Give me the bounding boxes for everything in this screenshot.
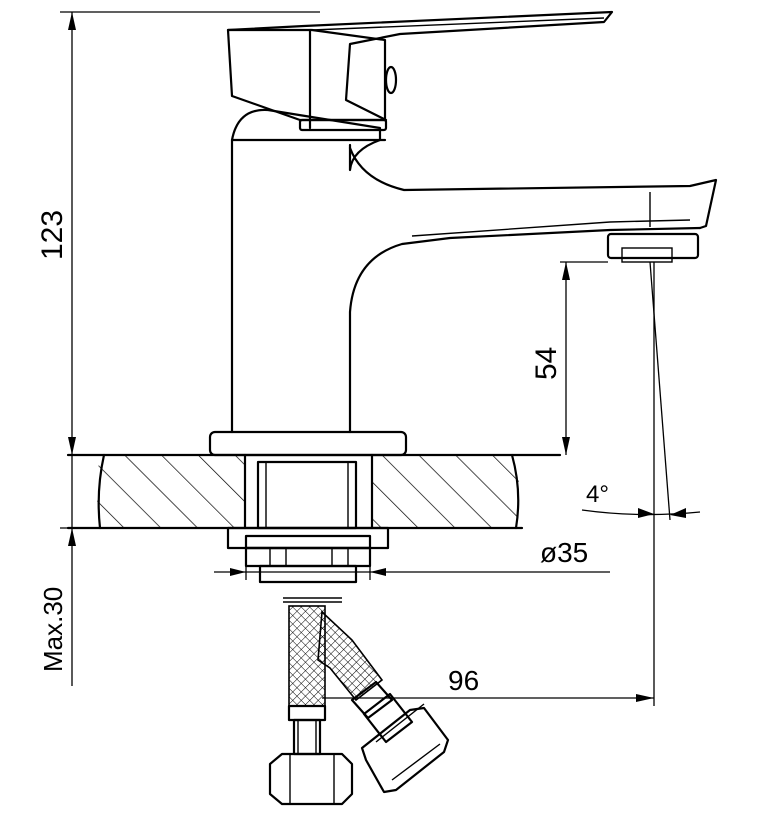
dim-label-diameter: ø35 bbox=[540, 537, 588, 568]
dim-label-123: 123 bbox=[36, 210, 69, 260]
spout-underside bbox=[348, 226, 702, 434]
dim-label-max30: Max.30 bbox=[38, 587, 68, 672]
countertop-right-hatch bbox=[372, 455, 519, 528]
hose-angled bbox=[317, 610, 384, 702]
dimension-lines bbox=[60, 11, 701, 706]
flexible-hoses bbox=[268, 597, 450, 806]
lever-handle bbox=[226, 10, 614, 122]
faucet-body bbox=[208, 10, 718, 457]
base-flange bbox=[208, 430, 408, 457]
dimension-labels: 123 Max.30 54 4° ø35 96 bbox=[36, 210, 609, 696]
dim-label-96: 96 bbox=[448, 665, 479, 696]
under-counter-fixings bbox=[226, 526, 390, 584]
countertop-section bbox=[66, 453, 562, 530]
aerator bbox=[606, 232, 700, 260]
hex-nut-left bbox=[268, 752, 354, 806]
body-column bbox=[230, 108, 382, 434]
lever-screw bbox=[384, 65, 398, 95]
spout-top bbox=[348, 146, 718, 230]
dim-label-54: 54 bbox=[530, 347, 563, 380]
countertop-left-hatch bbox=[97, 455, 245, 528]
hex-nut-right bbox=[360, 706, 450, 794]
dim-label-angle: 4° bbox=[586, 481, 609, 508]
